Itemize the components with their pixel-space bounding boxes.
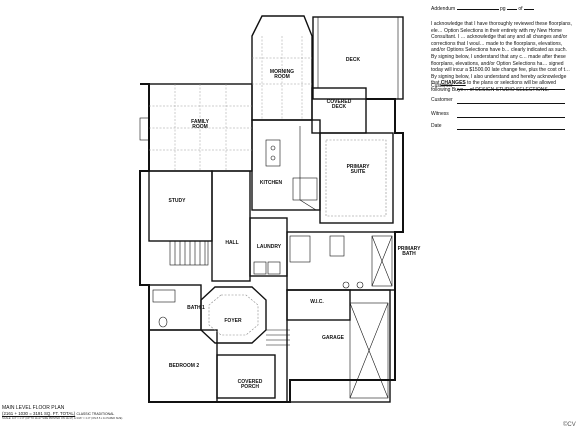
room-label-kitchen: KITCHEN xyxy=(259,180,283,186)
study-walls xyxy=(148,170,213,242)
covered-porch-walls xyxy=(216,354,276,399)
garage-walls xyxy=(286,289,391,403)
room-label-foyer: FOYER xyxy=(224,318,242,324)
plan-scale: SCALE: 1/4" = 1'-0" (UP TO 11x17 SIZE PR… xyxy=(2,417,123,420)
room-label-laundry: LAUNDRY xyxy=(256,244,282,250)
customer2-label: Customer xyxy=(431,97,453,103)
customer2-line[interactable] xyxy=(457,103,565,104)
customer1-label: Customer xyxy=(431,83,453,89)
room-label-garage: GARAGE xyxy=(322,335,344,341)
plan-style: CLASSIC TRADITIONAL xyxy=(76,412,115,416)
addendum-header: Addendum pg of xyxy=(431,6,534,12)
acknowledgement-text: I acknowledge that I have thoroughly rev… xyxy=(431,21,572,87)
addendum-label: Addendum xyxy=(431,6,456,12)
acknowledgement-bold: CHANGES xyxy=(440,80,466,87)
witness-label: Witness xyxy=(431,111,449,117)
primary-bath-walls xyxy=(286,231,396,291)
customer1-line[interactable] xyxy=(457,89,565,90)
acknowledgement-paragraph: I acknowledge that I have thoroughly rev… xyxy=(431,21,573,105)
room-label-covered-deck: COVERED DECK xyxy=(326,99,352,110)
garage-door-marks xyxy=(349,302,389,399)
foyer-walls xyxy=(200,286,267,344)
addendum-block: Addendum pg of I acknowledge that I have… xyxy=(431,3,576,133)
room-label-study: STUDY xyxy=(168,198,186,204)
room-label-morning-room: MORNING ROOM xyxy=(269,69,295,80)
deck-outline xyxy=(312,16,404,100)
plan-sqft-text: (2161 + 1030 = 3191 SQ. FT. TOTAL) xyxy=(2,411,76,416)
kitchen-walls xyxy=(251,119,321,211)
date-label: Date xyxy=(431,123,442,129)
room-label-covered-porch: COVERED PORCH xyxy=(237,379,263,390)
plan-title: MAIN LEVEL FLOOR PLAN xyxy=(2,405,65,411)
room-label-primary-suite: PRIMARY SUITE xyxy=(346,164,370,175)
hall-walls xyxy=(211,170,251,282)
date-line[interactable] xyxy=(457,129,565,130)
kitchen-island xyxy=(265,139,281,167)
family-room-grid xyxy=(149,36,312,171)
addendum-pg-label: pg xyxy=(499,6,506,12)
room-label-bath1: BATH 1 xyxy=(187,305,205,311)
room-label-wic: W.I.C. xyxy=(310,299,324,305)
room-label-primary-bath: PRIMARY BATH xyxy=(397,246,421,257)
exterior-wall xyxy=(139,83,404,403)
room-label-family-room: FAMILY ROOM xyxy=(191,119,209,130)
addendum-of-label: of xyxy=(518,6,523,12)
room-label-bedroom2: BEDROOM 2 xyxy=(168,363,200,369)
edge-watermark: ©CV xyxy=(563,422,576,428)
stairs xyxy=(169,240,209,266)
witness-line[interactable] xyxy=(457,117,565,118)
addendum-pg-line[interactable] xyxy=(506,9,517,10)
wic-walls xyxy=(286,289,351,321)
addendum-of-line[interactable] xyxy=(523,9,534,10)
room-label-hall: HALL xyxy=(225,240,239,246)
addendum-line[interactable] xyxy=(456,9,499,10)
primary-suite-walls xyxy=(319,132,394,224)
plan-sqft: (2161 + 1030 = 3191 SQ. FT. TOTAL) CLASS… xyxy=(2,411,114,416)
room-label-deck: DECK xyxy=(345,57,361,63)
